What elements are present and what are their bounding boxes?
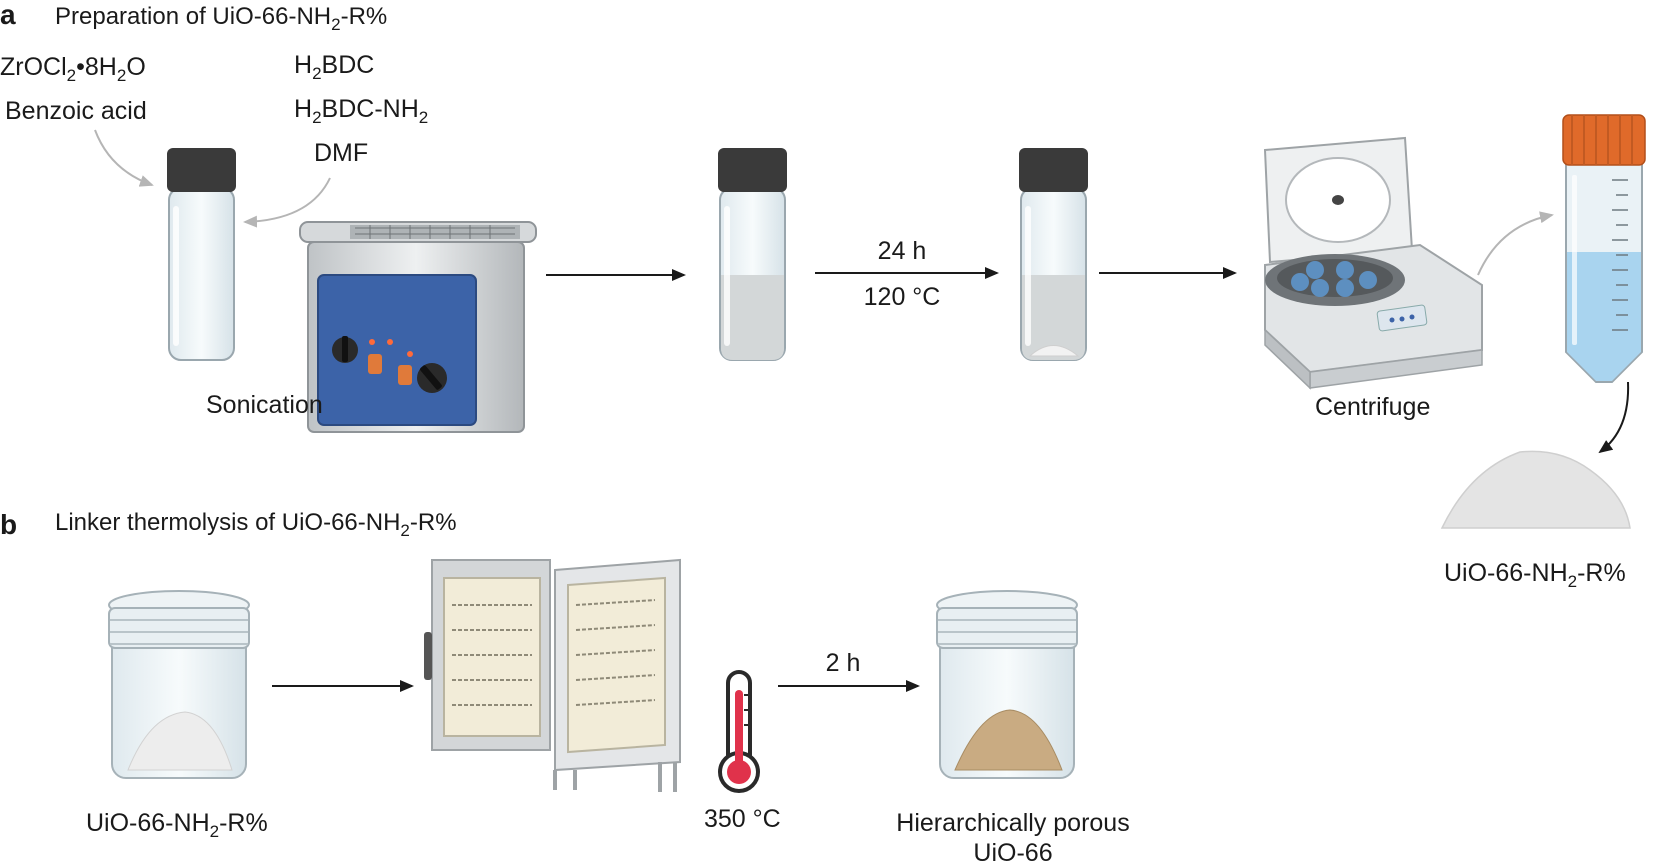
product-label: UiO-66-NH2-R%	[1444, 559, 1626, 591]
thermometer-icon	[718, 670, 760, 793]
sonicator-bath	[299, 221, 537, 433]
reagent-zrocl2: ZrOCl2•8H2O	[0, 53, 146, 85]
centrifuge-label: Centrifuge	[1315, 393, 1431, 421]
curved-arrow-reagents-left	[94, 129, 154, 187]
time-label: 2 h	[825, 649, 861, 677]
heat-temp-label: 120 °C	[863, 283, 941, 311]
heat-time-label: 24 h	[877, 237, 927, 265]
reagent-benzoic-acid: Benzoic acid	[5, 97, 147, 125]
curved-arrow-to-powder	[1598, 381, 1630, 454]
panel-a-letter: a	[0, 0, 16, 30]
white-powder-pile	[1440, 450, 1631, 529]
panel-a-title: Preparation of UiO-66-NH2-R%	[55, 3, 388, 34]
reagent-h2bdc-nh2: H2BDC-NH2	[294, 95, 429, 127]
oven-temp-label: 350 °C	[704, 805, 781, 833]
vial-solution	[718, 148, 787, 361]
vial-precipitate	[1019, 148, 1088, 361]
oven	[424, 558, 681, 792]
reagent-dmf: DMF	[314, 139, 369, 167]
jar-white-powder	[108, 590, 250, 779]
panel-b-title: Linker thermolysis of UiO-66-NH2-R%	[55, 509, 457, 540]
curved-arrow-reagents-right	[243, 177, 331, 228]
reagent-h2bdc: H2BDC	[294, 51, 375, 83]
curved-arrow-to-tube	[1477, 211, 1554, 276]
sonication-label: Sonication	[206, 391, 323, 419]
jar-brown-powder	[936, 590, 1078, 779]
final-label-line2: UiO-66	[973, 839, 1053, 867]
falcon-tube	[1562, 114, 1646, 383]
final-label-line1: Hierarchically porous	[896, 809, 1130, 837]
panel-b-letter: b	[0, 509, 18, 540]
centrifuge	[1263, 136, 1483, 390]
start-material-label: UiO-66-NH2-R%	[86, 809, 268, 841]
vial-empty	[167, 148, 236, 361]
